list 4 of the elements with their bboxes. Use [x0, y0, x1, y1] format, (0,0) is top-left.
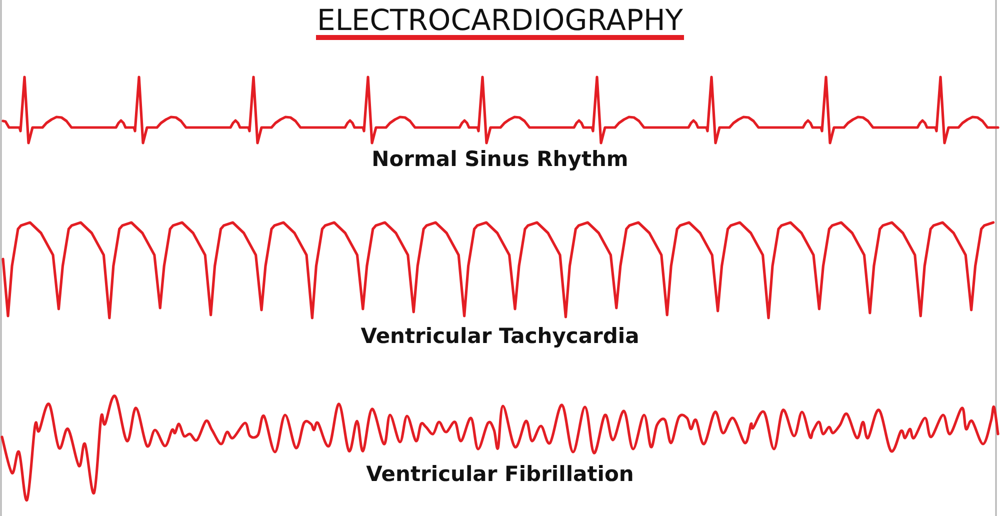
waveform-label: Ventricular Tachycardia — [360, 326, 640, 347]
diagram-title: ELECTROCARDIOGRAPHY — [317, 6, 683, 35]
waveform-label: Normal Sinus Rhythm — [372, 149, 628, 170]
waveform-label: Ventricular Fibrillation — [366, 464, 634, 485]
